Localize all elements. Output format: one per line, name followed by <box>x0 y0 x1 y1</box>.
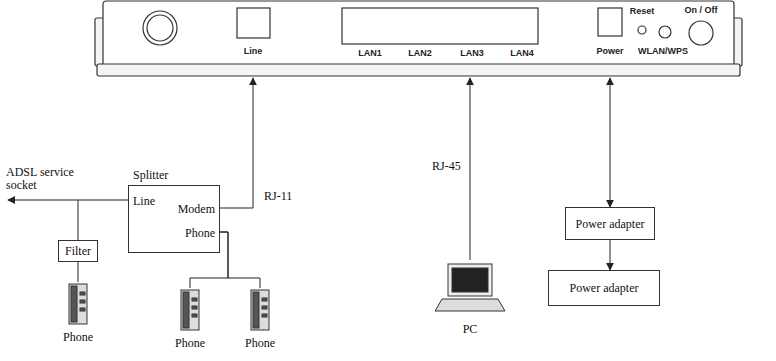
phone-icon <box>181 290 199 330</box>
cable-label: RJ-45 <box>430 160 463 173</box>
phone: Phone <box>58 282 98 344</box>
connector <box>220 78 253 208</box>
phone: Phone <box>170 288 210 350</box>
phone-label: Phone <box>245 336 275 350</box>
phone: Phone <box>240 288 280 350</box>
splitter-label: Splitter <box>133 168 168 182</box>
splitter-label: Modem <box>178 202 215 216</box>
connector <box>470 78 471 260</box>
connector <box>220 232 260 288</box>
power-port <box>598 8 622 36</box>
power-adapter-box: Power adapter <box>548 270 660 306</box>
port-label: On / Off <box>685 5 718 16</box>
router: Line LAN1 LAN2 LAN3 LAN4 Power ResetWLAN/WPS On… <box>95 0 742 78</box>
port-label: LAN2 <box>408 48 432 59</box>
phone-label: Phone <box>63 330 93 344</box>
reset-button <box>638 26 646 34</box>
socket-label: ADSL service socket <box>4 166 88 192</box>
connector <box>78 200 128 240</box>
connector <box>610 240 611 270</box>
filter-box: Filter <box>58 240 98 262</box>
antenna-socket <box>147 15 173 41</box>
port-label: WLAN/WPS <box>638 46 688 57</box>
adapter-label: Power adapter <box>570 281 639 295</box>
socket-arrow <box>8 200 78 201</box>
cable-label: RJ-11 <box>262 190 294 203</box>
port-label: LAN1 <box>358 48 382 59</box>
filter-label: Filter <box>65 244 91 258</box>
lan-ports <box>342 8 538 44</box>
port-label: LAN3 <box>460 48 484 59</box>
power-switch <box>689 21 713 45</box>
port-label: Power <box>596 46 623 57</box>
splitter-label: Phone <box>185 226 215 240</box>
phone-icon <box>251 290 269 330</box>
pc: PC <box>432 260 508 336</box>
splitter-box: SplitterLineModemPhone <box>128 185 220 253</box>
splitter-label: Line <box>133 194 155 208</box>
pc-label: PC <box>463 322 478 336</box>
connector <box>610 78 611 207</box>
router-body <box>103 1 734 67</box>
port-label: Reset <box>630 6 655 17</box>
port-label: LAN4 <box>510 48 534 59</box>
phone-icon <box>69 284 87 324</box>
router-base <box>97 64 740 76</box>
adapter-label: Power adapter <box>576 217 645 231</box>
power-adapter-box: Power adapter <box>565 207 655 240</box>
line-port <box>237 8 270 38</box>
phone-label: Phone <box>175 336 205 350</box>
wps-button <box>659 26 671 38</box>
port-label: Line <box>244 46 263 57</box>
antenna-socket <box>143 11 177 45</box>
connector <box>78 262 79 282</box>
laptop-icon <box>435 264 505 311</box>
router-housing <box>95 1 742 76</box>
